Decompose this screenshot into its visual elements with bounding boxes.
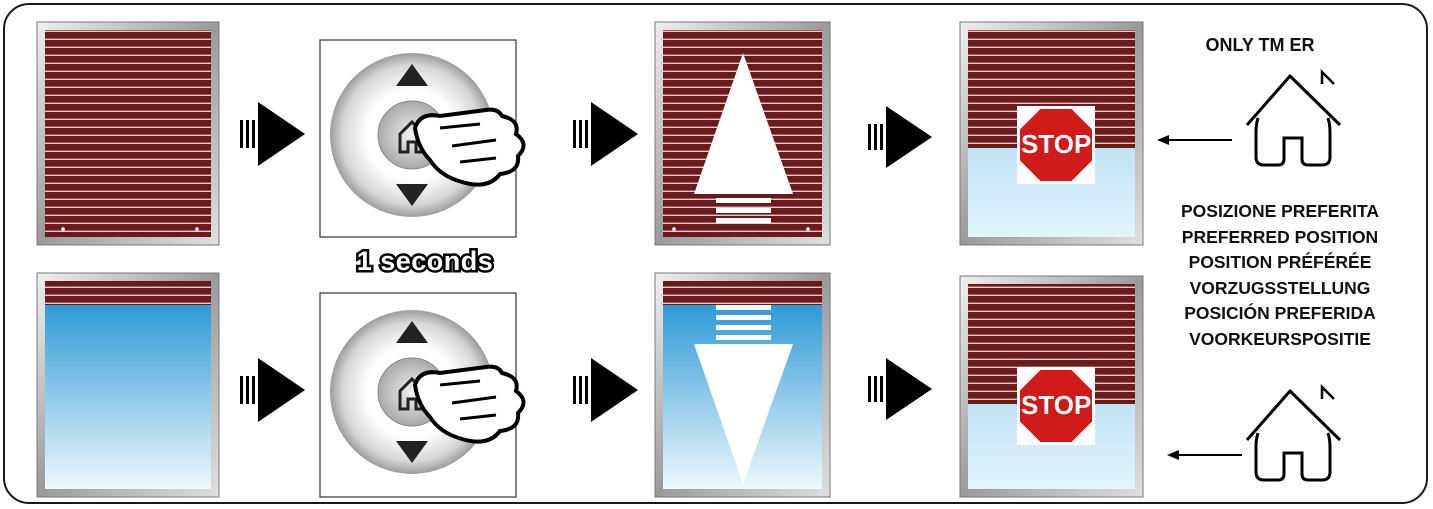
label-nl: VOORKEURSPOSITIE xyxy=(1189,328,1371,349)
hold-duration-label: 1 seconds xyxy=(354,244,495,279)
house-icon xyxy=(1245,383,1342,482)
up-arrow-icon xyxy=(396,321,428,343)
remote-control-press xyxy=(319,292,526,498)
flow-arrow xyxy=(868,358,932,420)
down-arrow-icon xyxy=(396,184,428,206)
down-arrow-icon xyxy=(694,344,793,484)
label-en: PREFERRED POSITION xyxy=(1181,226,1379,247)
up-arrow-icon xyxy=(396,64,428,86)
house-icon xyxy=(1245,68,1342,167)
arrow-to-window xyxy=(1167,450,1242,460)
down-arrow-icon xyxy=(396,441,428,463)
label-de: VORZUGSSTELLUNG xyxy=(1189,277,1371,298)
stop-sign-icon xyxy=(1018,107,1094,183)
stop-sign-text: STOP xyxy=(1021,390,1092,420)
label-it: POSIZIONE PREFERITA xyxy=(1180,201,1380,221)
flow-arrow xyxy=(868,106,932,168)
label-es: POSICIÓN PREFERIDA xyxy=(1184,303,1376,323)
stop-sign-text: STOP xyxy=(1021,129,1092,159)
up-arrow-icon xyxy=(694,53,793,194)
stop-sign-icon xyxy=(1018,368,1094,444)
preferred-position-labels: POSIZIONE PREFERITA PREFERRED POSITION P… xyxy=(1140,199,1420,352)
window-shutter-stopped-preferred xyxy=(959,21,1144,246)
flow-arrow xyxy=(240,102,305,166)
window-shutter-open xyxy=(36,272,220,498)
flow-arrow xyxy=(573,102,638,166)
flow-arrow xyxy=(573,358,638,422)
diagram-frame xyxy=(3,3,1428,504)
flow-arrow xyxy=(240,358,305,422)
only-model-note: ONLY TM ER xyxy=(1205,35,1315,55)
window-shutter-lowering xyxy=(654,272,831,498)
arrow-to-window xyxy=(1157,135,1232,145)
window-shutter-rising xyxy=(654,21,831,246)
window-shutter-stopped-preferred xyxy=(959,275,1144,498)
remote-control-press xyxy=(319,39,526,238)
label-fr: POSITION PRÉFÉRÉE xyxy=(1188,252,1372,272)
window-shutter-closed xyxy=(36,21,220,246)
